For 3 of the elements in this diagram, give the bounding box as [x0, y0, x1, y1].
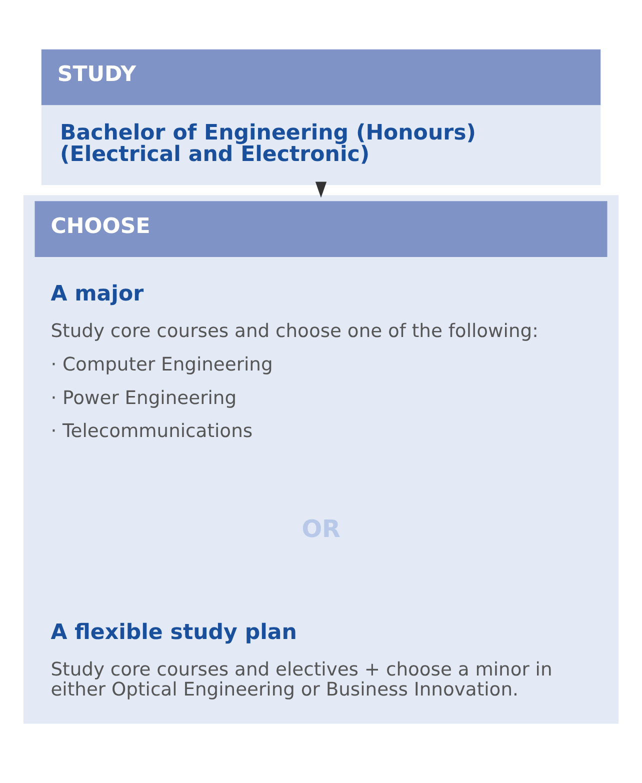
- node-text: A flexible study plan Study core courses and electives + choose a minor in either Optical Engineering or Business Innovation.: [50, 620, 552, 700]
- node-text: A major Study core courses and choose one of the following: · Computer Engineering · Power Engineering · Telecommunications: [50, 282, 538, 442]
- arrow: [315, 182, 327, 198]
